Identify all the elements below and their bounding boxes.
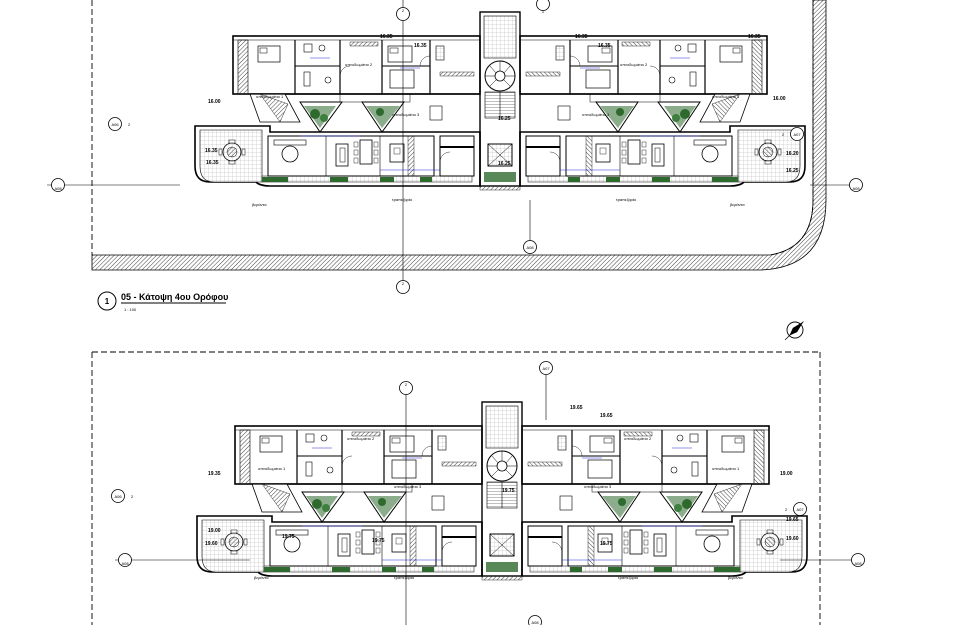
svg-text:υπνοδωμάτιο 2: υπνοδωμάτιο 2 [347, 436, 375, 441]
section-tag-a06: A06 2 [108, 117, 131, 131]
room-labels-top: υπνοδωμάτιο 2 υπνοδωμάτιο 2 υπνοδωμάτιο … [252, 62, 745, 207]
svg-text:19.35: 19.35 [208, 471, 221, 477]
svg-text:19.60: 19.60 [786, 536, 799, 542]
svg-text:A06: A06 [114, 494, 122, 499]
svg-text:2: 2 [402, 8, 405, 13]
svg-text:υπνοδωμάτιο 3: υπνοδωμάτιο 3 [584, 484, 612, 489]
svg-text:βεράντα: βεράντα [254, 575, 269, 580]
svg-text:A07: A07 [542, 366, 550, 371]
svg-text:16.20: 16.20 [786, 151, 799, 157]
drawing-scale: 1 : 100 [124, 307, 137, 312]
svg-text:16.35: 16.35 [748, 34, 761, 40]
section-tag-sec2-b: 2 [399, 381, 413, 395]
svg-text:16.35: 16.35 [575, 34, 588, 40]
svg-text:19.00: 19.00 [780, 471, 793, 477]
svg-text:βεράντα: βεράντα [730, 202, 745, 207]
svg-text:A08: A08 [526, 245, 534, 250]
svg-text:υπνοδωμάτιο 2: υπνοδωμάτιο 2 [620, 62, 648, 67]
svg-text:19.75: 19.75 [502, 488, 515, 494]
svg-text:υπνοδωμάτιο 1: υπνοδωμάτιο 1 [258, 466, 286, 471]
svg-text:2: 2 [405, 382, 408, 387]
top-floor-plan: 2 2 A06 2 A07 2 A08 A08 A08 [47, 0, 863, 341]
svg-text:βεράντα: βεράντα [252, 202, 267, 207]
svg-text:16.25: 16.25 [498, 116, 511, 122]
svg-text:19.75: 19.75 [282, 534, 295, 540]
svg-text:2: 2 [131, 494, 134, 499]
svg-text:A08: A08 [121, 561, 129, 566]
svg-text:A07: A07 [793, 132, 801, 137]
svg-text:A08: A08 [54, 186, 62, 191]
svg-text:19.60: 19.60 [205, 541, 218, 547]
level-annotations-top: 16.35 16.35 16.35 16.35 16.35 16.00 16.0… [205, 34, 799, 174]
section-tag-a07: A07 2 [782, 127, 804, 141]
svg-text:τραπεζαρία: τραπεζαρία [616, 197, 637, 202]
svg-text:2: 2 [782, 132, 785, 137]
svg-text:19.65: 19.65 [600, 413, 613, 419]
svg-text:16.35: 16.35 [598, 43, 611, 49]
svg-text:A06: A06 [111, 122, 119, 127]
room-labels-bottom: υπνοδωμάτιο 2 υπνοδωμάτιο 2 υπνοδωμάτιο … [254, 436, 743, 580]
svg-text:βεράντα: βεράντα [728, 575, 743, 580]
setback-strip [91, 0, 827, 271]
section-tag-a07-b: A07 2 [785, 502, 807, 516]
svg-text:τραπεζαρία: τραπεζαρία [618, 575, 639, 580]
svg-text:υπνοδωμάτιο 2: υπνοδωμάτιο 2 [345, 62, 373, 67]
svg-text:16.35: 16.35 [205, 148, 218, 154]
svg-text:16.25: 16.25 [786, 168, 799, 174]
svg-text:19.75: 19.75 [600, 541, 613, 547]
svg-text:υπνοδωμάτιο 3: υπνοδωμάτιο 3 [392, 112, 420, 117]
svg-text:16.00: 16.00 [208, 99, 221, 105]
section-tag-a08-bottom-b: A08 [528, 615, 542, 625]
svg-text:2: 2 [402, 281, 405, 286]
svg-text:19.75: 19.75 [372, 538, 385, 544]
svg-text:υπνοδωμάτιο 1: υπνοδωμάτιο 1 [712, 94, 740, 99]
svg-text:16.35: 16.35 [414, 43, 427, 49]
svg-text:υπνοδωμάτιο 2: υπνοδωμάτιο 2 [624, 436, 652, 441]
north-arrow-icon [784, 321, 804, 341]
section-tag-a08-left-b: A08 [118, 553, 132, 567]
section-tag-a06-b: A06 2 [111, 489, 134, 503]
title-number: 1 [105, 297, 110, 306]
svg-text:A07: A07 [796, 507, 804, 512]
svg-text:υπνοδωμάτιο 3: υπνοδωμάτιο 3 [394, 484, 422, 489]
section-tag-sec1: 1 [536, 0, 550, 14]
svg-text:υπνοδωμάτιο 1: υπνοδωμάτιο 1 [712, 466, 740, 471]
drawing-title: 05 - Κάτοψη 4ου Ορόφου [121, 292, 228, 302]
section-tag-a08-bottom: A08 [523, 240, 537, 254]
svg-text:2: 2 [128, 122, 131, 127]
svg-text:τραπεζαρία: τραπεζαρία [394, 575, 415, 580]
section-tag-a08-right: A08 [849, 178, 863, 192]
svg-text:16.00: 16.00 [773, 96, 786, 102]
svg-text:2: 2 [785, 507, 788, 512]
property-boundary-right [769, 0, 814, 256]
svg-text:A08: A08 [854, 561, 862, 566]
title-number-circle [97, 291, 117, 311]
svg-text:19.00: 19.00 [208, 528, 221, 534]
section-tag-a07-top-b: A07 [539, 361, 553, 375]
svg-text:19.65: 19.65 [786, 517, 799, 523]
svg-text:16.25: 16.25 [498, 161, 511, 167]
svg-text:τραπεζαρία: τραπεζαρία [392, 197, 413, 202]
svg-text:υπνοδωμάτιο 1: υπνοδωμάτιο 1 [256, 94, 284, 99]
section-tag-sec2-bottom: 2 [396, 280, 410, 294]
svg-text:υπνοδωμάτιο 3: υπνοδωμάτιο 3 [582, 112, 610, 117]
svg-text:16.35: 16.35 [206, 160, 219, 166]
section-tag-a08-left: A08 [51, 178, 65, 192]
bottom-floor-plan: 2 A07 A06 2 A07 2 A08 A08 A08 19. [91, 351, 865, 625]
level-annotations-bottom: 19.65 19.65 19.35 19.00 19.00 19.65 19.6… [205, 405, 799, 547]
drawing-title-block: 1 05 - Κάτοψη 4ου Ορόφου 1 : 100 [97, 291, 228, 312]
section-tag-a08-right-b: A08 [851, 553, 865, 567]
svg-text:1: 1 [542, 9, 545, 14]
svg-text:A08: A08 [852, 186, 860, 191]
svg-text:16.35: 16.35 [380, 34, 393, 40]
section-tag-sec2-top: 2 [396, 7, 410, 21]
svg-text:A08: A08 [531, 620, 539, 625]
svg-text:19.65: 19.65 [570, 405, 583, 411]
